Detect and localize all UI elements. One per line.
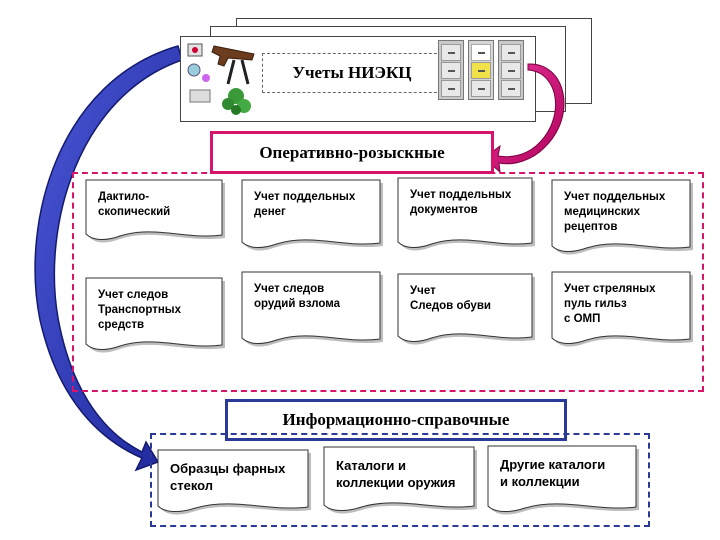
document-shape-icon [241, 271, 383, 347]
operative-card-text: Учет стреляных пуль гильз с ОМП [564, 283, 656, 325]
reference-card-3: Другие каталоги и коллекции [487, 445, 639, 515]
operative-card-5: Учет следов Транспортных средств [85, 277, 225, 353]
document-shape-icon [241, 179, 383, 251]
document-shape-icon [551, 271, 693, 347]
operative-card-text: Учет следов Транспортных средств [98, 289, 181, 331]
reference-card-text: Другие каталоги и коллекции [500, 457, 606, 489]
operative-card-3: Учет поддельных документов [397, 177, 535, 251]
document-shape-icon [397, 177, 535, 251]
evidence-clipart-icon [187, 43, 255, 115]
reference-records-region [150, 433, 650, 527]
operative-card-8: Учет стреляных пуль гильз с ОМП [551, 271, 693, 347]
reference-card-1: Образцы фарных стекол [157, 449, 311, 515]
operative-card-6: Учет следов орудий взлома [241, 271, 383, 347]
document-shape-icon [487, 445, 639, 515]
operative-records-region [72, 172, 704, 392]
reference-card-text: Образцы фарных стекол [170, 461, 286, 493]
reference-card-2: Каталоги и коллекции оружия [323, 446, 477, 514]
operative-card-text: Дактило- скопический [98, 191, 171, 218]
file-cabinet-icon [438, 40, 526, 100]
reference-card-text: Каталоги и коллекции оружия [336, 458, 456, 490]
header-title: Учеты НИЭКЦ [262, 53, 442, 93]
operative-card-text: Учет Следов обуви [410, 285, 491, 312]
operative-category-label: Оперативно-розыскные [210, 131, 494, 174]
operative-card-text: Учет поддельных денег [254, 191, 356, 218]
document-shape-icon [397, 273, 535, 345]
operative-card-text: Учет поддельных медицинских рецептов [564, 191, 666, 233]
document-shape-icon [157, 449, 311, 515]
document-shape-icon [323, 446, 477, 514]
operative-card-text: Учет поддельных документов [410, 189, 512, 216]
document-shape-icon [551, 179, 693, 255]
operative-card-1: Дактило- скопический [85, 179, 225, 243]
document-shape-icon [85, 277, 225, 353]
operative-card-2: Учет поддельных денег [241, 179, 383, 251]
operative-card-4: Учет поддельных медицинских рецептов [551, 179, 693, 255]
operative-card-7: Учет Следов обуви [397, 273, 535, 345]
document-shape-icon [85, 179, 225, 243]
operative-card-text: Учет следов орудий взлома [254, 283, 341, 310]
